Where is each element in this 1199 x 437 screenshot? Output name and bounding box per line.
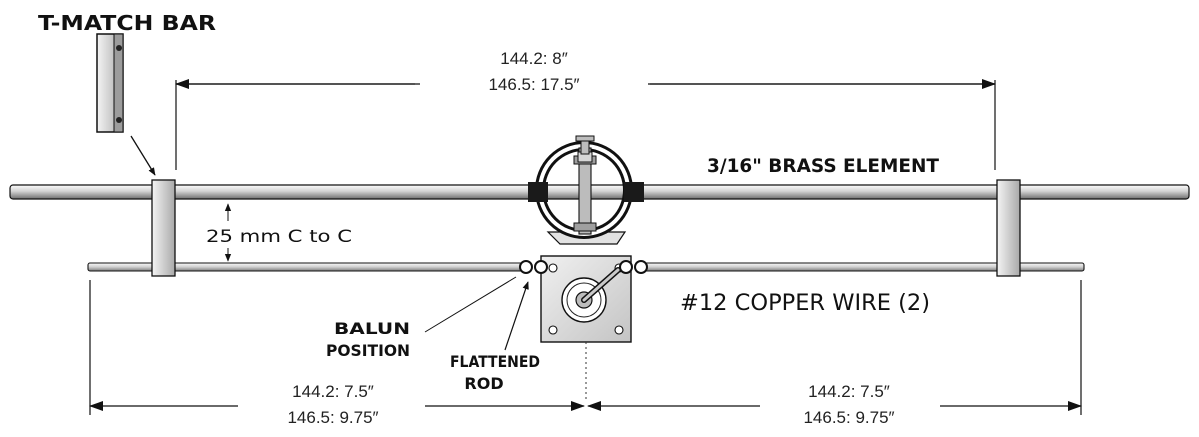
flattened-rod-pointer xyxy=(504,281,529,351)
boom-clamp xyxy=(528,135,644,245)
balun-label-line2: POSITION xyxy=(326,341,410,360)
balun-pointer-line xyxy=(424,276,517,333)
top-dimension-label-1: 144.2: 8″ xyxy=(500,49,567,68)
balun-label-line1: BALUN xyxy=(334,319,410,338)
flattened-rod-label-line2: ROD xyxy=(464,374,503,393)
tmatch-bar-right xyxy=(996,179,1021,277)
copper-wire-label: #12 COPPER WIRE (2) xyxy=(680,291,930,316)
bottom-left-dimension-label-2: 146.5: 9.75″ xyxy=(287,408,378,427)
spacing-label: 25 mm C to C xyxy=(206,227,352,247)
tmatch-bar-label: T-MATCH BAR xyxy=(38,11,216,35)
brass-element-rod xyxy=(9,184,1190,200)
tmatch-bar-left xyxy=(151,179,176,277)
top-dimension-label-2: 146.5: 17.5″ xyxy=(488,75,579,94)
flattened-rod-label-line1: FLATTENED xyxy=(450,352,540,371)
bottom-right-dimension-label-1: 144.2: 7.5″ xyxy=(808,382,890,401)
tmatch-pointer-arrow xyxy=(130,135,156,176)
insulator-left xyxy=(528,182,548,202)
balun-box xyxy=(540,255,632,343)
brass-element-label: 3/16" BRASS ELEMENT xyxy=(707,155,939,177)
bottom-left-dimension-label-1: 144.2: 7.5″ xyxy=(292,382,374,401)
insulator-right xyxy=(624,182,644,202)
wire-lugs xyxy=(519,260,648,274)
tmatch-bar-illustration xyxy=(96,33,124,133)
bottom-right-dimension-label-2: 146.5: 9.75″ xyxy=(803,408,894,427)
